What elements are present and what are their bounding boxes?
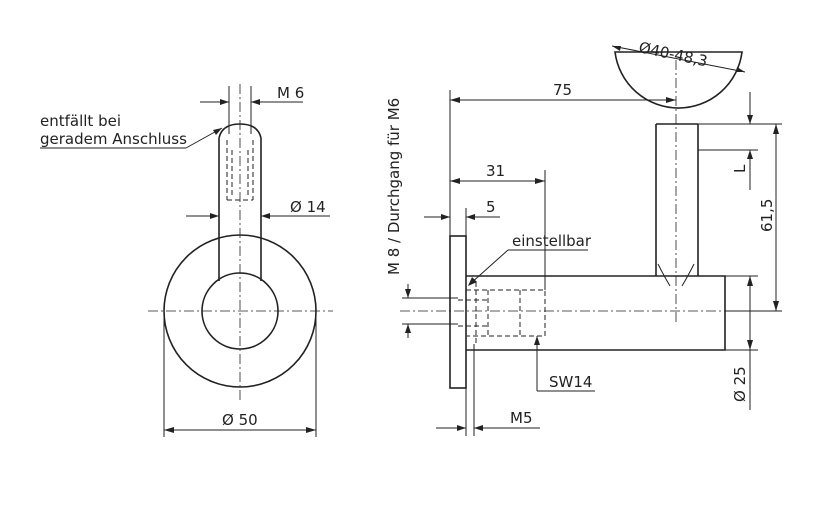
thread-bottom-label: M5 xyxy=(510,409,533,427)
note-line2: geradem Anschluss xyxy=(40,130,187,148)
tube-diameter-label: Ø 25 xyxy=(731,366,749,402)
front-view xyxy=(40,84,333,437)
length-75-label: 75 xyxy=(553,81,572,99)
adjustable-label: einstellbar xyxy=(512,232,592,250)
pin-body xyxy=(218,138,262,281)
hidden-insert xyxy=(458,282,546,344)
note-line1: entfällt bei xyxy=(40,112,121,130)
side-view xyxy=(400,45,782,436)
rosette-diameter-label: Ø 50 xyxy=(222,411,258,429)
saddle-diameter-label: Ø40-48,3 xyxy=(637,38,709,70)
bend-marks xyxy=(657,263,695,287)
thread-top-label: M 6 xyxy=(277,84,304,102)
horizontal-tube xyxy=(466,275,726,351)
pin-diameter-label: Ø 14 xyxy=(290,198,326,216)
height-label: 61,5 xyxy=(758,199,776,232)
dim-31-label: 31 xyxy=(486,162,505,180)
dim-5-label: 5 xyxy=(486,198,496,216)
dim-L-label: L xyxy=(731,164,749,173)
rosette-plate xyxy=(449,235,467,389)
vertical-post xyxy=(655,124,699,276)
wrench-size-label: SW14 xyxy=(549,373,592,391)
vertical-note-label: M 8 / Durchgang für M6 xyxy=(385,98,403,275)
